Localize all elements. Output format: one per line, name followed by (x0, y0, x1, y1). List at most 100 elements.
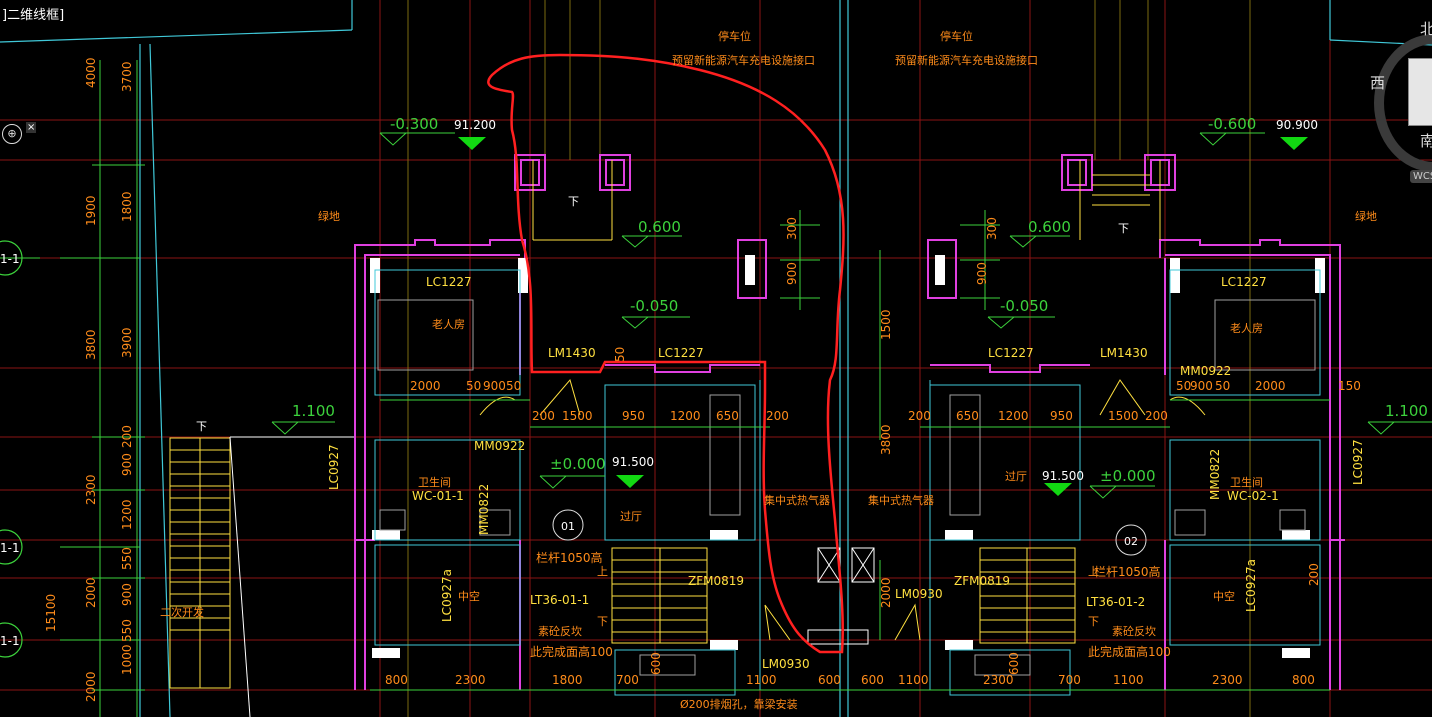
rail-label-left: 栏杆1050高 (536, 550, 603, 565)
ev-label-right: 预留新能源汽车充电设施接口 (895, 53, 1038, 67)
window-code-vertical: MM0822 (1208, 449, 1222, 500)
dim-text: 1800 (552, 673, 583, 687)
window-code-vertical: LC0927 (327, 444, 341, 490)
wcs-dropdown[interactable]: WCS (1410, 170, 1432, 183)
dim-text: 800 (1292, 673, 1315, 687)
up-label-right: 上 (1088, 565, 1099, 578)
dim-text: 1200 (670, 409, 701, 423)
dim-text: 15100 (44, 594, 58, 632)
dim-text: 600 (818, 673, 841, 687)
interior-lines (374, 269, 1321, 696)
guide-lines (407, 0, 1251, 717)
left-vertical-dims: 4000 3700 1900 1800 3800 3900 200 900 23… (44, 57, 134, 702)
labels-code: LC1227 LC1227 LC1227 LC1227 LM1430 LM143… (327, 275, 1365, 671)
stair-note: 二次开发 (160, 605, 204, 619)
room-elder-right: 老人房 (1230, 322, 1263, 335)
door-code: WC-02-1 (1227, 489, 1279, 503)
compass-south-label[interactable]: 南 (1420, 132, 1432, 150)
dim-text: 1200 (120, 499, 134, 530)
dim-text: 50 (466, 379, 481, 393)
dim-text: 650 (956, 409, 979, 423)
dim-text: 1500 (562, 409, 593, 423)
compass-west-label[interactable]: 西 (1370, 74, 1386, 92)
viewcube-top-face[interactable] (1408, 58, 1432, 126)
elevation-value: 91.200 (454, 118, 496, 132)
viewcube-navigator[interactable]: 北 西 南 WCS (1364, 20, 1432, 183)
dim-text: 200 (1145, 409, 1168, 423)
down-arrow-label: 下 (568, 195, 579, 208)
dim-text-vertical: 900 (975, 262, 989, 285)
dim-text: 600 (861, 673, 884, 687)
dim-text: 3800 (84, 329, 98, 360)
down-arrow-label: 下 (1118, 222, 1129, 235)
window-code: LC1227 (1221, 275, 1267, 289)
room-void-left: 中空 (458, 589, 480, 603)
axis-bubble-label: 1-1 (0, 252, 20, 266)
dim-text: 50 (1215, 379, 1230, 393)
ev-label-left: 预留新能源汽车充电设施接口 (672, 53, 815, 67)
dim-text: 550 (120, 619, 134, 642)
door-code: ZFM0819 (954, 574, 1010, 588)
elevation-value: 91.500 (612, 455, 654, 469)
dim-text: 200 (120, 425, 134, 448)
finish-label-right: 此完成面高100 (1088, 644, 1171, 659)
heater-label-right: 集中式热气器 (868, 493, 934, 507)
labels-dims: 2000 50 900 50 200 1500 950 1200 650 200… (385, 217, 1361, 687)
dim-text: 550 (120, 547, 134, 570)
dim-text: 700 (616, 673, 639, 687)
dim-text: 900 (1190, 379, 1213, 393)
window-code-vertical: LC0927a (1244, 559, 1258, 612)
axis-bubble-label: 1-1 (0, 634, 20, 648)
room-elder-left: 老人房 (432, 318, 465, 331)
level-markers (458, 137, 1308, 496)
dim-text-vertical: 3800 (879, 424, 893, 455)
dim-text: 2300 (84, 474, 98, 505)
dim-text-vertical: 600 (1007, 652, 1021, 675)
close-icon[interactable]: × (26, 122, 37, 133)
window-code: LC1227 (988, 346, 1034, 360)
exhaust-note: Ø200排烟孔，靠梁安装 (680, 697, 798, 711)
door-code: LM0930 (762, 657, 810, 671)
dim-text-vertical: 1500 (879, 309, 893, 340)
dim-text: 2000 (84, 671, 98, 702)
dim-text: 2000 (410, 379, 441, 393)
dim-text: 1100 (1113, 673, 1144, 687)
door-code: LM0930 (895, 587, 943, 601)
down-label-right: 下 (1088, 615, 1099, 628)
stair-down-label: 下 (196, 420, 207, 433)
stair-code: LT36-01-2 (1086, 595, 1145, 609)
dim-text: 3900 (120, 327, 134, 358)
building-walls (354, 154, 1345, 690)
window-code: LC1227 (426, 275, 472, 289)
level-value: 0.600 (638, 218, 681, 236)
unit-02: 02 (1124, 535, 1138, 548)
dim-text: 1100 (898, 673, 929, 687)
window-code-vertical: LC0927a (440, 569, 454, 622)
room-void-right: 中空 (1213, 589, 1235, 603)
ucs-symbol-icon: ⊕ (2, 124, 22, 144)
dim-text-vertical: 300 (785, 217, 799, 240)
level-value: -0.050 (630, 297, 678, 315)
ucs-icon[interactable]: ⊕ × (2, 122, 37, 146)
parking-label-right: 停车位 (940, 29, 973, 43)
dim-text: 900 (483, 379, 506, 393)
compass-north-label[interactable]: 北 (1420, 20, 1432, 38)
dim-text: 1100 (746, 673, 777, 687)
dim-text-vertical: 200 (1307, 563, 1321, 586)
dim-text: 900 (120, 583, 134, 606)
up-label-left: 上 (597, 565, 608, 578)
labels-level: -0.300 -0.600 0.600 0.600 -0.050 -0.050 … (292, 115, 1428, 485)
horizontal-dim-lines (370, 210, 1330, 691)
parking-label-left: 停车位 (718, 29, 751, 43)
dim-text: 1800 (120, 191, 134, 222)
heater-label-left: 集中式热气器 (764, 493, 830, 507)
furniture (377, 299, 1316, 676)
viewport-view-label[interactable]: ]二维线框] (0, 4, 67, 23)
finish-label-left: 此完成面高100 (530, 644, 613, 659)
dim-text: 4000 (84, 57, 98, 88)
stair-outline (229, 436, 355, 717)
dim-text: 200 (908, 409, 931, 423)
dim-text: 1200 (998, 409, 1029, 423)
